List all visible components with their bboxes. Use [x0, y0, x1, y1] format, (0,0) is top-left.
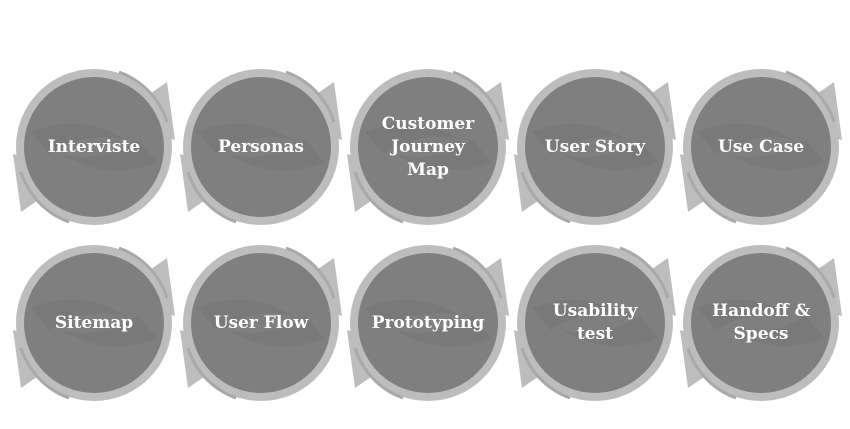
cycle-arrows-icon [13, 69, 175, 225]
step-label: Prototyping [371, 312, 485, 333]
cycle-arrows-icon [13, 245, 175, 401]
step-node: Use Case [676, 62, 846, 232]
step-node: Customer Journey Map [343, 62, 513, 232]
step-node: Sitemap [9, 238, 179, 408]
cycle-arrows-icon [680, 245, 842, 401]
step-label: Sitemap [54, 312, 134, 333]
step-node: Handoff & Specs [676, 238, 846, 408]
step-node: User Flow [176, 238, 346, 408]
cycle-arrows-icon [347, 69, 509, 225]
cycle-arrows-icon [514, 69, 676, 225]
step-label: Use Case [717, 136, 805, 157]
step-node: Interviste [9, 62, 179, 232]
step-node: User Story [510, 62, 680, 232]
step-label: Handoff & Specs [712, 301, 810, 344]
step-label: User Flow [213, 312, 309, 333]
step-label: Personas [218, 136, 304, 157]
step-label: Customer Journey Map [381, 113, 475, 180]
cycle-arrows-icon [514, 245, 676, 401]
step-node: Prototyping [343, 238, 513, 408]
step-label: User Story [544, 136, 646, 157]
step-label: Interviste [47, 136, 141, 157]
step-label: Usability test [552, 301, 638, 344]
cycle-arrows-icon [680, 69, 842, 225]
step-node: Personas [176, 62, 346, 232]
cycle-arrows-icon [180, 69, 342, 225]
step-node: Usability test [510, 238, 680, 408]
cycle-arrows-icon [347, 245, 509, 401]
cycle-arrows-icon [180, 245, 342, 401]
